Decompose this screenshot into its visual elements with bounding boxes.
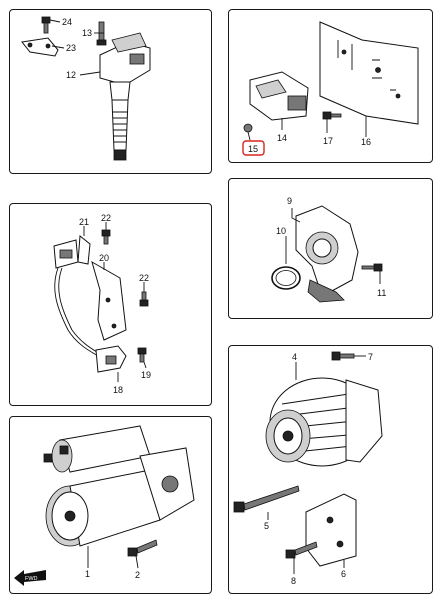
callout-7: 7 [368,352,373,362]
ignition-coil-drawing [21,16,151,161]
callout-1: 1 [85,569,90,579]
callout-16: 16 [361,137,371,147]
callout-17: 17 [323,136,333,146]
callout-14: 14 [277,133,287,143]
callout-18: 18 [113,385,123,395]
callout-11: 11 [377,288,386,298]
callout-9: 9 [287,196,292,206]
control-module-drawing [243,21,419,141]
callout-5: 5 [264,521,269,531]
callout-20: 20 [99,253,109,263]
callout-22-top: 22 [101,213,111,223]
callout-13: 13 [82,28,92,38]
alternator-drawing [233,351,383,574]
panel-ignition-coil [9,9,212,174]
callout-19: 19 [141,370,151,380]
callout-23: 23 [66,43,76,53]
callout-12: 12 [66,70,76,80]
starter-motor-drawing [14,425,195,586]
callout-24: 24 [62,17,72,27]
callout-4: 4 [292,352,297,362]
callout-15: 15 [248,144,258,154]
callout-2: 2 [135,570,140,580]
callout-10: 10 [276,226,286,236]
callout-21: 21 [79,217,89,227]
callout-8: 8 [291,576,296,586]
callout-22-bottom: 22 [139,273,149,283]
callout-6: 6 [341,569,346,579]
front-marker-text: FWD [25,576,38,582]
sensor-harness-drawing [53,222,149,382]
highlight-callout-15 [242,140,265,156]
distributor-drawing [271,205,383,303]
